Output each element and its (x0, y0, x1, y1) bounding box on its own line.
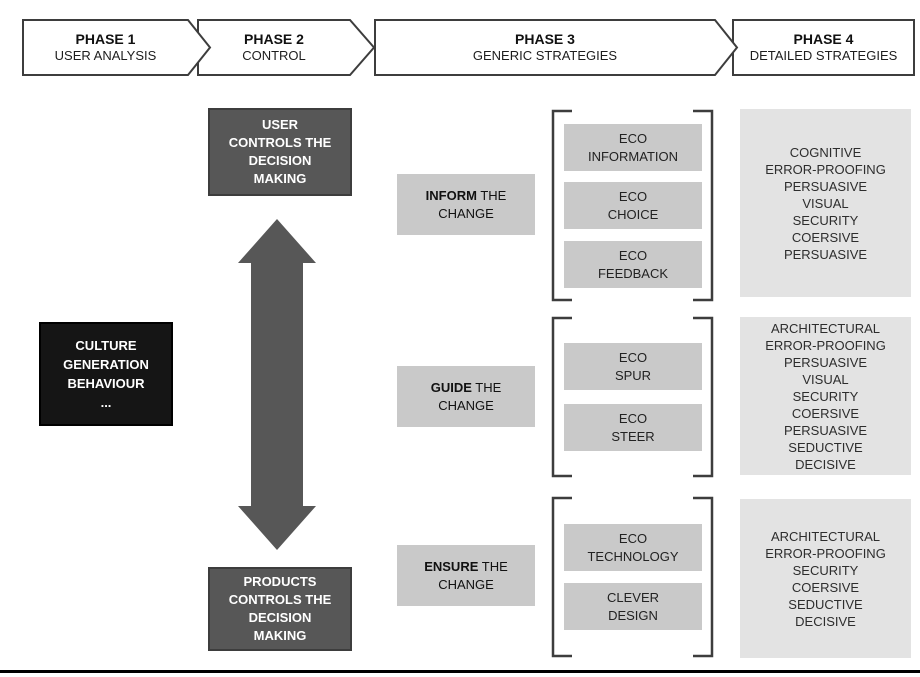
eco-feedback-box: ECO FEEDBACK (564, 241, 702, 288)
eco-choice-box: ECO CHOICE (564, 182, 702, 229)
group2-left-bracket (551, 316, 572, 478)
phase3-subtitle: GENERIC STRATEGIES (472, 48, 618, 63)
products-controls-decision-box: PRODUCTS CONTROLS THE DECISION MAKING (208, 567, 352, 651)
eco-technology-box: ECO TECHNOLOGY (564, 524, 702, 571)
phase2-header-shape (197, 19, 376, 76)
ensure-line1: ENSURE THE (424, 558, 508, 574)
group2-right-bracket (693, 316, 714, 478)
phase3-title: PHASE 3 (515, 31, 575, 47)
phase3-header: PHASE 3 GENERIC STRATEGIES (375, 20, 715, 75)
bottom-rule (0, 670, 920, 673)
guide-line2: CHANGE (438, 397, 494, 413)
group1-left-bracket (551, 109, 572, 302)
detailed-strategies-box-3: ARCHITECTURAL ERROR-PROOFING SECURITY CO… (740, 499, 911, 658)
guide-the-change-box: GUIDE THE CHANGE (397, 366, 535, 427)
detailed-strategies-box-1: COGNITIVE ERROR-PROOFING PERSUASIVE VISU… (740, 109, 911, 297)
user-controls-decision-box: USER CONTROLS THE DECISION MAKING (208, 108, 352, 196)
eco-spur-box: ECO SPUR (564, 343, 702, 390)
inform-line1: INFORM THE (425, 187, 507, 203)
phase2-header: PHASE 2 CONTROL (198, 20, 350, 75)
detailed-strategies-box-2: ARCHITECTURAL ERROR-PROOFING PERSUASIVE … (740, 317, 911, 475)
culture-generation-behaviour-box: CULTURE GENERATION BEHAVIOUR ... (39, 322, 173, 426)
phase4-header: PHASE 4 DETAILED STRATEGIES (734, 20, 913, 75)
clever-design-box: CLEVER DESIGN (564, 583, 702, 630)
double-arrow (238, 219, 316, 550)
phase1-title: PHASE 1 (75, 31, 136, 47)
phase1-header-shape (22, 19, 212, 76)
group3-right-bracket (693, 496, 714, 658)
ensure-the-change-box: ENSURE THE CHANGE (397, 545, 535, 606)
phase3-header-shape (374, 19, 739, 76)
phase2-subtitle: CONTROL (242, 48, 306, 63)
group3-left-bracket (551, 496, 572, 658)
inform-the-change-box: INFORM THE CHANGE (397, 174, 535, 235)
eco-steer-box: ECO STEER (564, 404, 702, 451)
phase2-title: PHASE 2 (244, 31, 304, 47)
guide-line1: GUIDE THE (430, 379, 502, 395)
ensure-line2: CHANGE (438, 576, 494, 592)
eco-information-box: ECO INFORMATION (564, 124, 702, 171)
phase1-header: PHASE 1 USER ANALYSIS (23, 20, 188, 75)
inform-line2: CHANGE (438, 205, 494, 221)
phase4-header-shape (732, 19, 915, 76)
phase4-title: PHASE 4 (793, 31, 854, 47)
group1-right-bracket (693, 109, 714, 302)
phase1-subtitle: USER ANALYSIS (54, 48, 157, 63)
phase4-subtitle: DETAILED STRATEGIES (749, 48, 898, 63)
